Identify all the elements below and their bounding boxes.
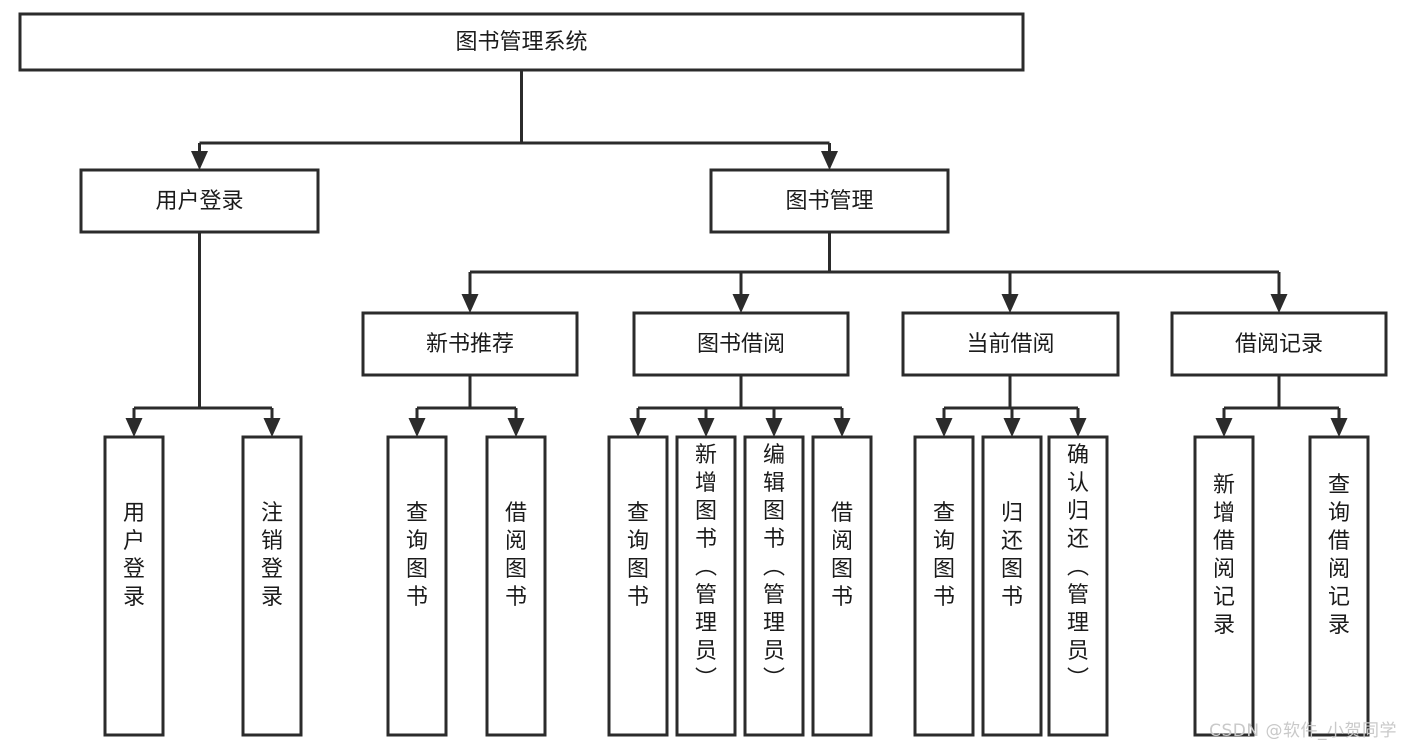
- leaf-node[interactable]: 查询图书: [386, 435, 448, 737]
- leaf-node[interactable]: 编辑图书︵管理员︶: [743, 435, 805, 737]
- arrow-head-icon: [821, 151, 838, 170]
- node-new-book-recommend-label: 新书推荐: [426, 332, 514, 357]
- connectors-records-to-leaves: [1215, 375, 1348, 437]
- node-borrow-records-label: 借阅记录: [1235, 332, 1323, 357]
- arrow-head-icon: [461, 294, 479, 313]
- node-book-borrow[interactable]: 图书借阅: [632, 311, 850, 377]
- leaf-node[interactable]: 借阅图书: [485, 435, 547, 737]
- leaf-label: 借阅图书: [831, 501, 853, 610]
- arrow-head-icon: [408, 418, 426, 437]
- arrow-head-icon: [263, 418, 281, 437]
- node-book-management-label: 图书管理: [785, 189, 873, 214]
- leaf-box[interactable]: [913, 435, 975, 737]
- arrow-head-icon: [125, 418, 143, 437]
- leaf-node[interactable]: 新增图书︵管理员︶: [675, 435, 737, 737]
- leaf-label: 编辑图书︵管理员︶: [763, 443, 785, 692]
- leaf-label: 查询图书: [933, 501, 955, 610]
- leaf-label: 查询图书: [406, 501, 428, 610]
- leaf-node[interactable]: 查询图书: [913, 435, 975, 737]
- node-user-login-box[interactable]: [79, 168, 320, 234]
- arrow-head-icon: [1330, 418, 1348, 437]
- connectors-books-to-level3: [461, 232, 1288, 313]
- arrow-head-icon: [732, 294, 750, 313]
- node-user-login[interactable]: 用户登录: [79, 168, 320, 234]
- leaf-label: 新增借阅记录: [1213, 473, 1235, 638]
- arrow-head-icon: [1215, 418, 1233, 437]
- leaf-label: 确认归还︵管理员︶: [1067, 443, 1089, 692]
- leaf-box[interactable]: [1193, 435, 1255, 737]
- arrow-head-icon: [935, 418, 953, 437]
- node-book-borrow-box[interactable]: [632, 311, 850, 377]
- leaf-box[interactable]: [981, 435, 1043, 737]
- connectors-current-to-leaves: [935, 375, 1087, 437]
- leaf-box[interactable]: [607, 435, 669, 737]
- leaf-box[interactable]: [811, 435, 873, 737]
- node-root-box[interactable]: [18, 12, 1025, 72]
- node-book-borrow-label: 图书借阅: [697, 332, 785, 357]
- leaf-box[interactable]: [103, 435, 165, 737]
- connectors-login-to-leaves: [125, 232, 281, 437]
- node-book-management[interactable]: 图书管理: [709, 168, 950, 234]
- leaf-box[interactable]: [386, 435, 448, 737]
- arrow-head-icon: [507, 418, 525, 437]
- leaf-label: 归还图书: [1001, 501, 1023, 610]
- leaf-label: 查询借阅记录: [1328, 473, 1350, 638]
- leaf-node[interactable]: 新增借阅记录: [1193, 435, 1255, 737]
- node-user-login-label: 用户登录: [155, 189, 243, 214]
- node-new-book-recommend[interactable]: 新书推荐: [361, 311, 579, 377]
- leaf-box[interactable]: [1047, 435, 1109, 737]
- leaf-node[interactable]: 注销登录: [241, 435, 303, 737]
- csdn-watermark: CSDN @软件_小贺同学: [1209, 721, 1397, 741]
- connectors-newbooks-to-leaves: [408, 375, 525, 437]
- arrow-head-icon: [1003, 418, 1021, 437]
- node-borrow-records-box[interactable]: [1170, 311, 1388, 377]
- node-current-borrow-box[interactable]: [901, 311, 1120, 377]
- arrow-head-icon: [191, 151, 208, 170]
- leaf-node[interactable]: 归还图书: [981, 435, 1043, 737]
- arrow-head-icon: [697, 418, 715, 437]
- arrow-head-icon: [1069, 418, 1087, 437]
- node-book-management-box[interactable]: [709, 168, 950, 234]
- leaf-label: 查询图书: [627, 501, 649, 610]
- leaf-node[interactable]: 查询图书: [607, 435, 669, 737]
- connectors-borrow-to-leaves: [629, 375, 851, 437]
- connectors-root-to-level2: [191, 70, 838, 170]
- node-current-borrow[interactable]: 当前借阅: [901, 311, 1120, 377]
- leaf-box[interactable]: [241, 435, 303, 737]
- node-borrow-records[interactable]: 借阅记录: [1170, 311, 1388, 377]
- arrow-head-icon: [833, 418, 851, 437]
- arrow-head-icon: [765, 418, 783, 437]
- leaf-box[interactable]: [485, 435, 547, 737]
- leaf-node[interactable]: 借阅图书: [811, 435, 873, 737]
- leaf-label: 借阅图书: [505, 501, 527, 610]
- arrow-head-icon: [629, 418, 647, 437]
- node-current-borrow-label: 当前借阅: [966, 332, 1054, 357]
- leaf-node[interactable]: 查询借阅记录: [1308, 435, 1370, 737]
- leaf-box[interactable]: [1308, 435, 1370, 737]
- leaf-node[interactable]: 确认归还︵管理员︶: [1047, 435, 1109, 737]
- leaf-box[interactable]: [743, 435, 805, 737]
- node-new-book-recommend-box[interactable]: [361, 311, 579, 377]
- leaf-box[interactable]: [675, 435, 737, 737]
- node-root-label: 图书管理系统: [455, 30, 587, 55]
- node-root[interactable]: 图书管理系统: [18, 12, 1025, 72]
- leaf-nodes: 用户登录 注销登录 查询图书 借阅图书 查询图书 新增图书︵管理员︶: [103, 435, 1370, 737]
- leaf-node[interactable]: 用户登录: [103, 435, 165, 737]
- leaf-label: 新增图书︵管理员︶: [695, 443, 717, 692]
- leaf-label: 用户登录: [123, 501, 145, 610]
- arrow-head-icon: [1001, 294, 1019, 313]
- arrow-head-icon: [1270, 294, 1288, 313]
- leaf-label: 注销登录: [261, 501, 283, 610]
